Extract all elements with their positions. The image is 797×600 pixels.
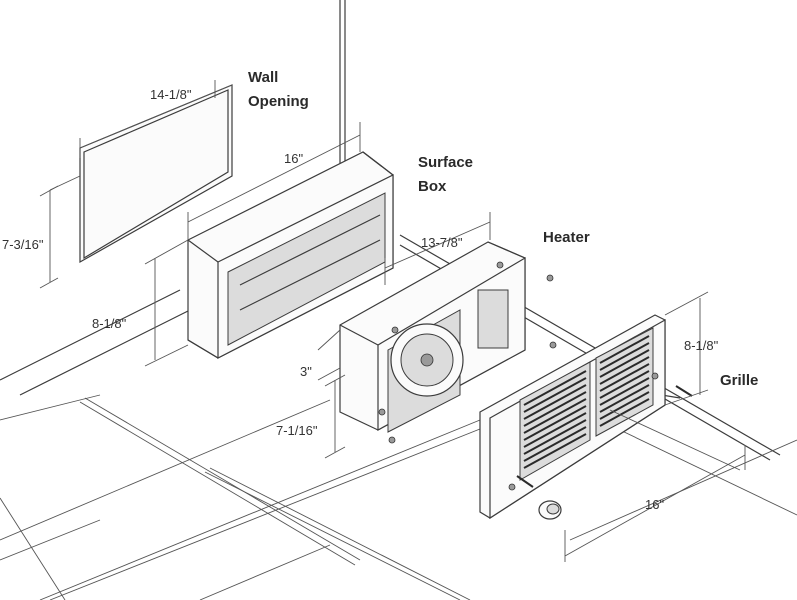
label-surface: Surface (418, 154, 474, 171)
wall-opening-outline (79, 84, 233, 264)
dim-grille-width: 16" (645, 497, 665, 512)
dim-heater-width: 13-7/8" (421, 235, 463, 250)
label-heater: Heater (543, 229, 590, 246)
dim-heater-depth: 3" (300, 364, 312, 379)
label-opening: Opening (248, 93, 309, 110)
surface-box-dimension-lines (144, 122, 361, 367)
heater-chassis (339, 241, 557, 444)
dim-surface-box-height: 8-1/8" (92, 316, 127, 331)
grille-dimension-lines (564, 291, 746, 562)
heater-dimension-lines (317, 212, 491, 459)
label-grille: Grille (720, 372, 759, 389)
surface-box (187, 151, 394, 359)
dim-heater-height: 7-1/16" (276, 423, 318, 438)
label-wall: Wall (248, 69, 279, 86)
wall-opening-dimension-lines (39, 80, 233, 289)
dim-wall-opening-width: 14-1/8" (150, 87, 192, 102)
grille (479, 314, 693, 520)
dim-grille-height: 8-1/8" (684, 338, 719, 353)
dim-wall-opening-height: 7-3/16" (2, 237, 44, 252)
floor-tiles (0, 394, 797, 600)
dim-surface-box-width: 16" (284, 151, 304, 166)
label-box: Box (418, 178, 447, 195)
